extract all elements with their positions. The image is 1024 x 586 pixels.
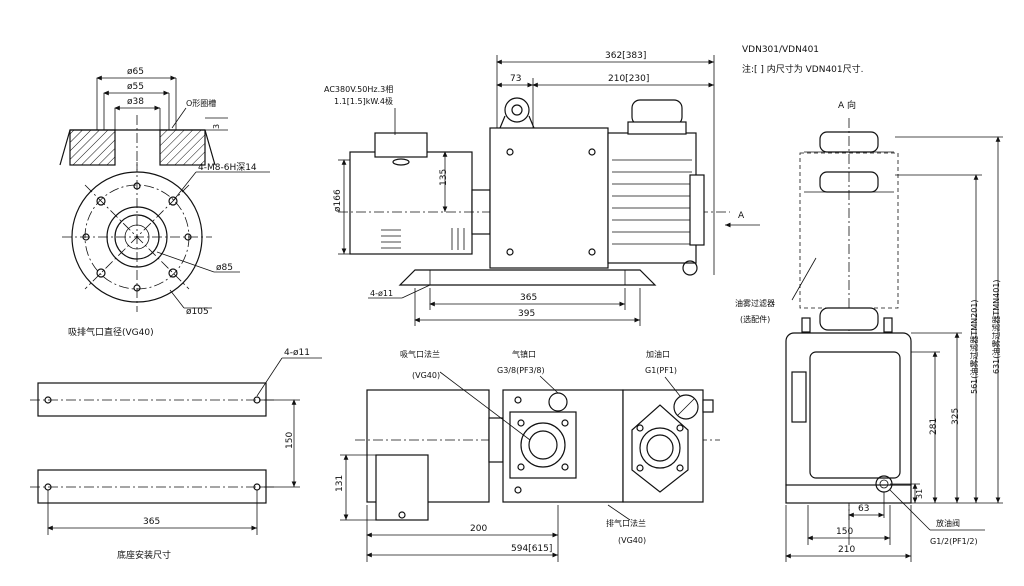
bolt-pattern-label: 4-M8-6H深14 (198, 162, 257, 173)
oring-groove-label: O形圈槽 (186, 98, 216, 108)
motor-spec-line-1: AC380V.50Hz.3相 (324, 84, 393, 94)
side-dim-210: 210 (838, 545, 855, 555)
front-dim-73: 73 (510, 74, 521, 84)
base-dim-150: 150 (285, 432, 295, 449)
front-dim-135: 135 (439, 169, 449, 186)
oil-fill-label: 加油口 (646, 349, 670, 359)
outlet-flange-vg: (VG40) (618, 536, 646, 545)
flange-section-view: ø65 ø55 ø38 O形圈槽 3 (59, 67, 228, 170)
pump-front-view: 362[383] 73 210[230] AC380V.50Hz.3相 1.1[… (324, 51, 760, 326)
gas-ballast-label: 气镇口 (512, 349, 536, 359)
front-dim-362: 362[383] (605, 51, 646, 61)
flange-front-view: 4-M8-6H深14 ø85 ø105 吸排气口直径(VG40) (62, 162, 270, 338)
side-dim-31: 31 (915, 489, 924, 499)
view-a-label: A 向 (838, 99, 856, 111)
dim-d38: ø38 (127, 97, 144, 107)
front-dim-395: 395 (518, 309, 535, 319)
side-dim-281: 281 (929, 418, 939, 435)
outlet-flange-label: 排气口法兰 (606, 518, 646, 528)
dim-depth-3: 3 (212, 124, 221, 129)
base-dim-365: 365 (143, 517, 160, 527)
front-holes-label: 4-ø11 (370, 289, 393, 298)
inlet-flange-vg: (VG40) (412, 371, 440, 380)
view-a-arrow-label: A (738, 211, 745, 221)
flange-caption: 吸排气口直径(VG40) (68, 326, 154, 338)
mist-filter-label: 油雾过滤器 (735, 298, 775, 308)
drain-valve-label: 放油阀 (936, 518, 960, 528)
mist-filter-optional: (选配件) (740, 314, 770, 324)
front-dim-365: 365 (520, 293, 537, 303)
base-holes-label: 4-ø11 (284, 348, 310, 358)
top-dim-594: 594[615] (511, 544, 552, 554)
dim-d105: ø105 (186, 307, 209, 317)
side-dim-325: 325 (951, 408, 961, 425)
side-dim-561: 561(油雾过滤器TMN201) (969, 299, 979, 394)
side-dim-150: 150 (836, 527, 853, 537)
base-mounting-view: 4-ø11 150 365 底座安装尺寸 (30, 348, 322, 561)
dim-d55: ø55 (127, 82, 144, 92)
side-dim-631: 631(油雾过滤器TMN401) (991, 279, 1001, 374)
pump-side-view: A 向 油雾过滤器 (选配件) 631(油雾过滤器TMN401) 561(油雾过… (735, 99, 1003, 562)
model-label: VDN301/VDN401 (742, 45, 819, 55)
gas-ballast-size: G3/8(PF3/8) (497, 366, 545, 375)
front-dim-210: 210[230] (608, 74, 649, 84)
motor-spec-line-2: 1.1[1.5]kW.4极 (334, 96, 393, 106)
header-notes: VDN301/VDN401 注:[ ] 内尺寸为 VDN401尺寸. (742, 45, 864, 75)
dimension-note: 注:[ ] 内尺寸为 VDN401尺寸. (742, 63, 864, 75)
pump-top-view: 吸气口法兰 (VG40) 气镇口 G3/8(PF3/8) 加油口 G1(PF1)… (335, 349, 720, 562)
base-caption: 底座安装尺寸 (117, 549, 171, 561)
oil-fill-size: G1(PF1) (645, 366, 677, 375)
drain-valve-size: G1/2(PF1/2) (930, 537, 978, 546)
dim-d85: ø85 (216, 263, 233, 273)
dim-d65: ø65 (127, 67, 144, 77)
front-dim-166: ø166 (333, 189, 343, 212)
inlet-flange-label: 吸气口法兰 (400, 349, 440, 359)
side-dim-63: 63 (858, 504, 869, 514)
top-dim-200: 200 (470, 524, 487, 534)
top-dim-131: 131 (335, 475, 345, 492)
